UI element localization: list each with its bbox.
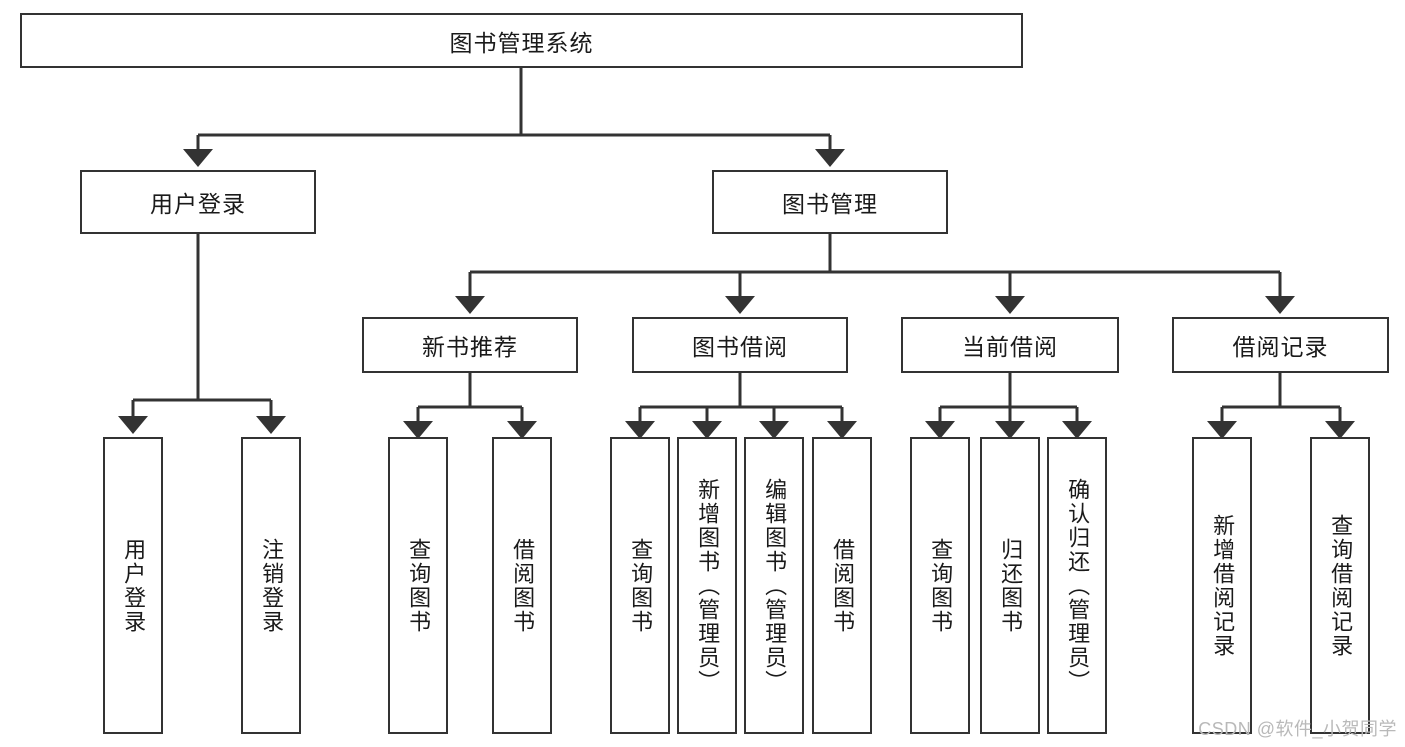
node-label: 借阅图书 — [830, 537, 856, 634]
node-label: 查询借阅记录 — [1328, 513, 1354, 658]
node-current-borrow[interactable]: 当前借阅 — [901, 317, 1119, 373]
node-book-management[interactable]: 图书管理 — [712, 170, 948, 234]
node-label: 图书借阅 — [692, 334, 788, 360]
node-label: 用户登录 — [150, 191, 246, 217]
node-label: 新增借阅记录 — [1210, 513, 1236, 658]
leaf-borrow-edit-book-admin[interactable]: 编辑图书（管理员） — [744, 437, 804, 734]
node-user-login[interactable]: 用户登录 — [80, 170, 316, 234]
node-label: 注销登录 — [259, 537, 285, 634]
node-label: 借阅记录 — [1232, 334, 1329, 360]
leaf-user-login[interactable]: 用户登录 — [103, 437, 163, 734]
node-label: 编辑图书（管理员） — [762, 477, 788, 694]
leaf-current-return-book[interactable]: 归还图书 — [980, 437, 1040, 734]
leaf-borrow-borrow-book[interactable]: 借阅图书 — [812, 437, 872, 734]
leaf-current-query-book[interactable]: 查询图书 — [910, 437, 970, 734]
leaf-recommend-borrow-book[interactable]: 借阅图书 — [492, 437, 552, 734]
leaf-recommend-query-book[interactable]: 查询图书 — [388, 437, 448, 734]
node-label: 查询图书 — [628, 537, 654, 634]
node-new-book-recommend[interactable]: 新书推荐 — [362, 317, 578, 373]
node-label: 图书管理系统 — [449, 29, 594, 56]
node-label: 查询图书 — [406, 537, 432, 634]
leaf-user-logout[interactable]: 注销登录 — [241, 437, 301, 734]
node-label: 归还图书 — [998, 537, 1024, 634]
leaf-borrow-query-book[interactable]: 查询图书 — [610, 437, 670, 734]
node-label: 查询图书 — [928, 537, 954, 634]
leaf-records-query-record[interactable]: 查询借阅记录 — [1310, 437, 1370, 734]
node-label: 用户登录 — [121, 537, 147, 634]
leaf-records-add-record[interactable]: 新增借阅记录 — [1192, 437, 1252, 734]
node-label: 确认归还（管理员） — [1065, 477, 1091, 694]
node-label: 新书推荐 — [422, 334, 518, 360]
leaf-borrow-add-book-admin[interactable]: 新增图书（管理员） — [677, 437, 737, 734]
node-borrow-records[interactable]: 借阅记录 — [1172, 317, 1389, 373]
node-label: 当前借阅 — [962, 334, 1058, 360]
node-root-system[interactable]: 图书管理系统 — [20, 13, 1023, 68]
node-label: 新增图书（管理员） — [695, 477, 721, 694]
node-label: 图书管理 — [782, 191, 878, 217]
node-label: 借阅图书 — [510, 537, 536, 634]
leaf-current-confirm-return-admin[interactable]: 确认归还（管理员） — [1047, 437, 1107, 734]
node-book-borrow[interactable]: 图书借阅 — [632, 317, 848, 373]
watermark: CSDN @软件_小贺同学 — [1198, 719, 1397, 739]
